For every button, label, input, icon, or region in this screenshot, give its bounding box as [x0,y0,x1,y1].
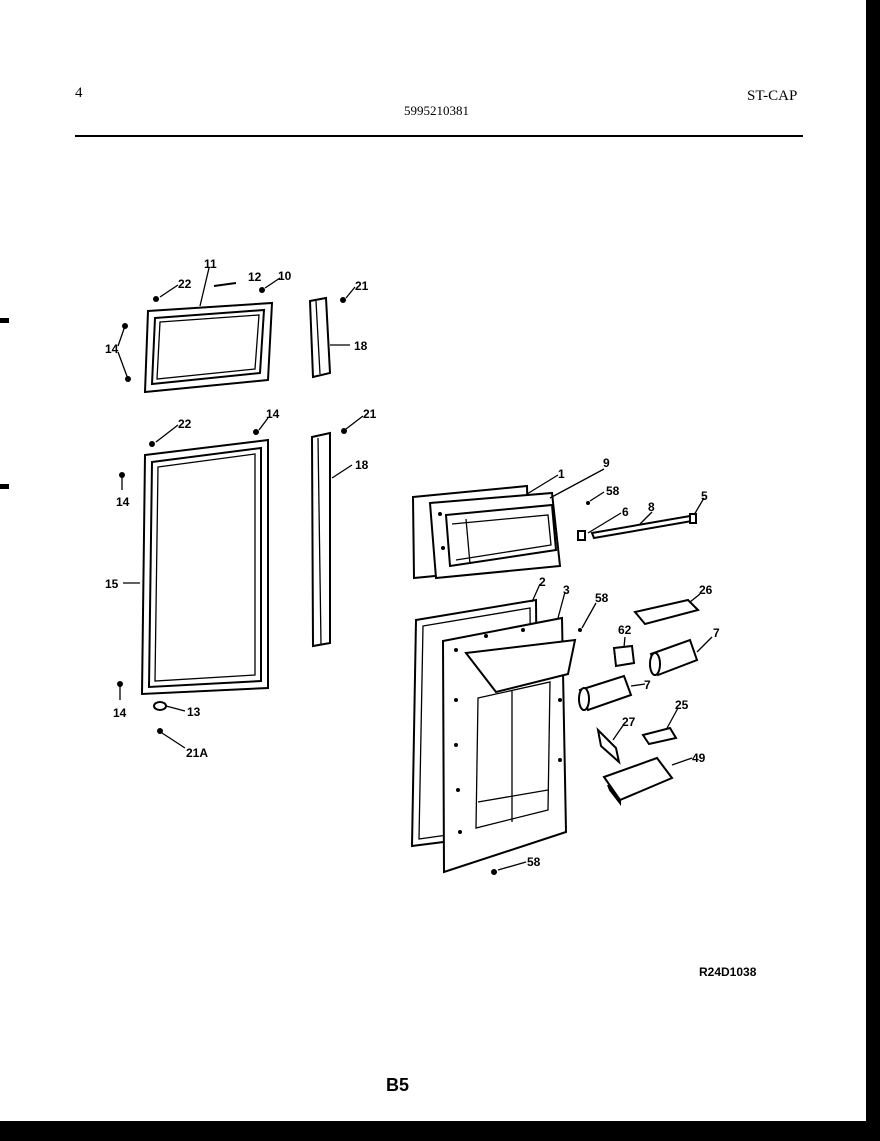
callout-12: 12 [248,270,262,284]
callout-18-top: 18 [354,339,368,353]
callout-21A: 21A [186,746,208,760]
callout-2: 2 [539,575,546,589]
callout-18-bottom: 18 [355,458,369,472]
label-part-62 [612,644,636,668]
diagram-code: R24D1038 [699,965,757,979]
callout-58-upper: 58 [606,484,620,498]
callout-7-upper: 7 [713,626,720,640]
callout-1: 1 [558,467,565,481]
scan-edge-mark [0,318,9,323]
callout-49: 49 [692,751,706,765]
shelf-rail [577,501,697,541]
door-bin-upper [649,638,699,677]
callout-21-bottom: 21 [363,407,377,421]
callout-14-bottom: 14 [113,706,127,720]
callout-26: 26 [699,583,713,597]
fresh-food-handle [310,428,347,648]
callout-22-top: 22 [178,277,192,291]
callout-9: 9 [603,456,610,470]
shelf-part-26 [633,598,700,626]
callout-62: 62 [618,623,632,637]
scan-border-right [866,0,880,1141]
cover-part-27 [596,727,621,765]
fresh-food-inner-liner [441,616,582,875]
callout-22-bottom: 22 [178,417,192,431]
callout-58-bottom: 58 [527,855,541,869]
footer-page-label: B5 [386,1075,410,1095]
part-number: 5995210381 [404,103,469,118]
callout-21-top: 21 [355,279,369,293]
freezer-door-gasket [143,301,274,394]
callout-15: 15 [105,577,119,591]
scan-edge-mark [0,484,9,489]
pin-part [213,282,237,287]
callout-14-upper-right: 14 [266,407,280,421]
model-code: ST-CAP [747,88,798,104]
header-rule [75,135,803,137]
freezer-inner-door [411,484,562,580]
callout-7-lower: 7 [644,678,651,692]
screw-parts-top [117,287,265,382]
callout-10: 10 [278,269,292,283]
callout-11: 11 [204,257,217,271]
fresh-food-door-gasket [117,429,269,734]
callout-6: 6 [622,505,629,519]
dairy-bin-49 [602,756,674,806]
callout-8: 8 [648,500,655,514]
door-bin-lower [578,674,633,712]
callout-14-top: 14 [105,342,119,356]
callout-3: 3 [563,583,570,597]
page-number: 4 [75,85,83,101]
callout-58-middle: 58 [595,591,609,605]
cover-part-25 [641,726,678,746]
callout-13: 13 [187,705,201,719]
callout-25: 25 [675,698,689,712]
callout-14-middle: 14 [116,495,130,509]
callout-5: 5 [701,489,708,503]
callout-27: 27 [622,715,636,729]
scan-border-bottom [0,1121,880,1141]
leader-lines [123,267,713,871]
callout-labels: 11 12 10 22 14 21 18 22 14 21 14 18 15 1… [105,257,720,869]
freezer-handle [308,296,346,379]
